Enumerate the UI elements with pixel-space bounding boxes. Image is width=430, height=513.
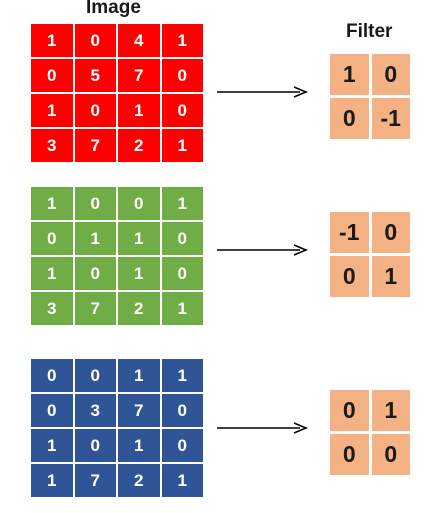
image-cell: 1: [31, 257, 73, 290]
filter-cell: 1: [371, 256, 410, 297]
image-cell: 0: [74, 359, 116, 392]
filter-cell: 0: [371, 54, 410, 95]
filter-cell: 0: [330, 390, 369, 431]
image-cell: 3: [31, 292, 73, 325]
image-cell: 0: [31, 59, 73, 92]
image-cell: 2: [118, 129, 160, 162]
image-cell: 0: [74, 187, 116, 220]
image-cell: 1: [161, 24, 203, 57]
filter-label: Filter: [346, 21, 393, 42]
image-cell: 7: [74, 129, 116, 162]
image-cell: 0: [161, 59, 203, 92]
image-cell: 1: [161, 464, 203, 497]
image-cell: 0: [74, 257, 116, 290]
image-cell: 4: [118, 24, 160, 57]
image-cell: 7: [74, 292, 116, 325]
image-cell: 3: [74, 394, 116, 427]
image-cell: 7: [118, 59, 160, 92]
image-label: Image: [86, 0, 141, 18]
arrow-icon: [217, 244, 308, 256]
image-cell: 0: [161, 222, 203, 255]
filter-cell: 0: [371, 434, 410, 475]
image-cell: 1: [31, 187, 73, 220]
image-cell: 1: [31, 94, 73, 127]
image-cell: 0: [74, 24, 116, 57]
image-cell: 0: [31, 359, 73, 392]
arrow-icon: [217, 86, 308, 98]
filter-cell: 0: [330, 256, 369, 297]
image-cell: 1: [118, 94, 160, 127]
image-cell: 0: [161, 394, 203, 427]
image-cell: 2: [118, 292, 160, 325]
image-cell: 1: [161, 359, 203, 392]
image-cell: 7: [118, 394, 160, 427]
image-cell: 7: [74, 464, 116, 497]
filter-cell: 0: [371, 212, 410, 253]
filter-cell: -1: [371, 98, 410, 139]
image-cell: 0: [161, 257, 203, 290]
image-cell: 2: [118, 464, 160, 497]
image-cell: 1: [31, 429, 73, 462]
image-cell: 0: [161, 429, 203, 462]
image-cell: 0: [31, 222, 73, 255]
image-cell: 0: [118, 187, 160, 220]
image-cell: 5: [74, 59, 116, 92]
image-cell: 1: [74, 222, 116, 255]
image-cell: 1: [118, 257, 160, 290]
filter-cell: 1: [371, 390, 410, 431]
image-cell: 1: [161, 187, 203, 220]
image-cell: 1: [118, 222, 160, 255]
filter-cell: 1: [330, 54, 369, 95]
image-cell: 1: [118, 429, 160, 462]
image-cell: 1: [161, 292, 203, 325]
arrow-icon: [217, 422, 308, 434]
filter-cell: 0: [330, 98, 369, 139]
filter-cell: 0: [330, 434, 369, 475]
image-cell: 0: [74, 429, 116, 462]
image-cell: 1: [161, 129, 203, 162]
image-cell: 0: [31, 394, 73, 427]
image-cell: 1: [31, 464, 73, 497]
image-cell: 3: [31, 129, 73, 162]
image-cell: 0: [161, 94, 203, 127]
image-cell: 1: [31, 24, 73, 57]
image-cell: 0: [74, 94, 116, 127]
image-cell: 1: [118, 359, 160, 392]
filter-cell: -1: [330, 212, 369, 253]
